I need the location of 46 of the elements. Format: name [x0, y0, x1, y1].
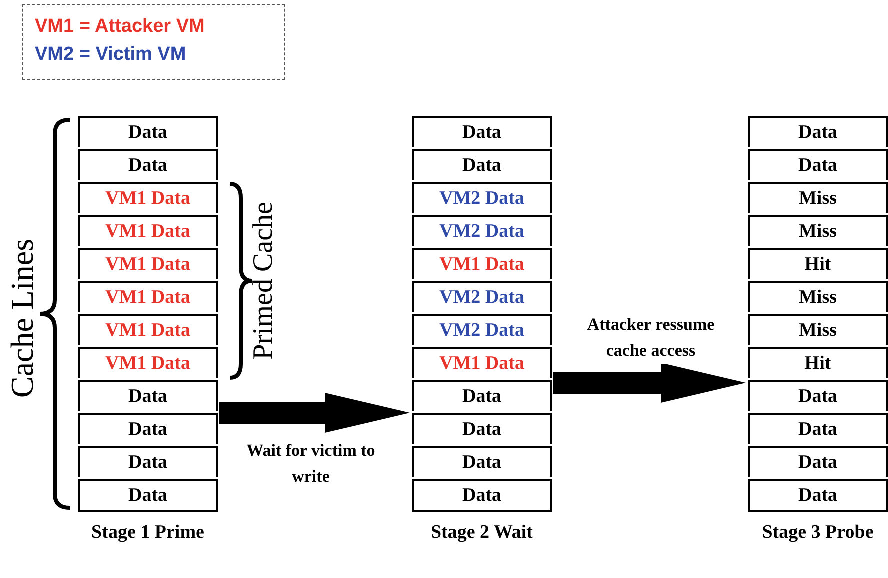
cache-line-cell: Data — [78, 413, 218, 444]
cache-line-cell: Data — [748, 446, 888, 477]
cache-line-cell: VM1 Data — [78, 182, 218, 213]
cache-line-cell: Data — [78, 380, 218, 411]
cache-line-cell: VM2 Data — [412, 182, 552, 213]
stage-label: Stage 1 Prime — [90, 521, 206, 545]
legend-entry: VM1 = Attacker VM — [35, 15, 206, 39]
cache-line-cell: Data — [78, 116, 218, 147]
cache-line-cell: Miss — [748, 314, 888, 345]
cache-line-cell: Data — [78, 446, 218, 477]
cache-line-cell: VM2 Data — [412, 281, 552, 312]
cache-line-cell: Data — [412, 116, 552, 147]
brace-label: Primed Cache — [248, 202, 280, 360]
cache-line-cell: VM1 Data — [78, 281, 218, 312]
cache-line-cell: VM1 Data — [412, 248, 552, 279]
cache-line-cell: Hit — [748, 347, 888, 378]
cache-line-cell: Hit — [748, 248, 888, 279]
cache-line-cell: Data — [748, 116, 888, 147]
stage-label: Stage 2 Wait — [430, 521, 534, 545]
stage-label: Stage 3 Probe — [761, 521, 875, 545]
cache-line-cell: Data — [748, 479, 888, 512]
cache-line-cell: VM1 Data — [78, 347, 218, 378]
cache-line-cell: Data — [748, 413, 888, 444]
cache-line-cell: Miss — [748, 215, 888, 246]
cache-line-cell: Miss — [748, 182, 888, 213]
block-arrow — [553, 363, 746, 403]
block-arrow — [219, 393, 410, 433]
cache-line-cell: VM2 Data — [412, 314, 552, 345]
cache-line-cell: Data — [748, 380, 888, 411]
legend-entry: VM2 = Victim VM — [35, 43, 188, 67]
cache-line-cell: Data — [748, 149, 888, 180]
cache-line-cell: VM2 Data — [412, 215, 552, 246]
cache-line-cell: Data — [412, 380, 552, 411]
cache-line-cell: VM1 Data — [78, 314, 218, 345]
legend-box — [22, 4, 285, 80]
cache-line-cell: VM1 Data — [78, 215, 218, 246]
cache-line-cell: VM1 Data — [78, 248, 218, 279]
cache-line-cell: Data — [412, 149, 552, 180]
cache-line-cell: Data — [412, 479, 552, 512]
cache-line-cell: Data — [78, 479, 218, 512]
cache-line-cell: VM1 Data — [412, 347, 552, 378]
cache-line-cell: Data — [78, 149, 218, 180]
cache-line-cell: Data — [412, 413, 552, 444]
cache-line-cell: Data — [412, 446, 552, 477]
brace-label: Cache Lines — [4, 238, 41, 398]
cache-line-cell: Miss — [748, 281, 888, 312]
